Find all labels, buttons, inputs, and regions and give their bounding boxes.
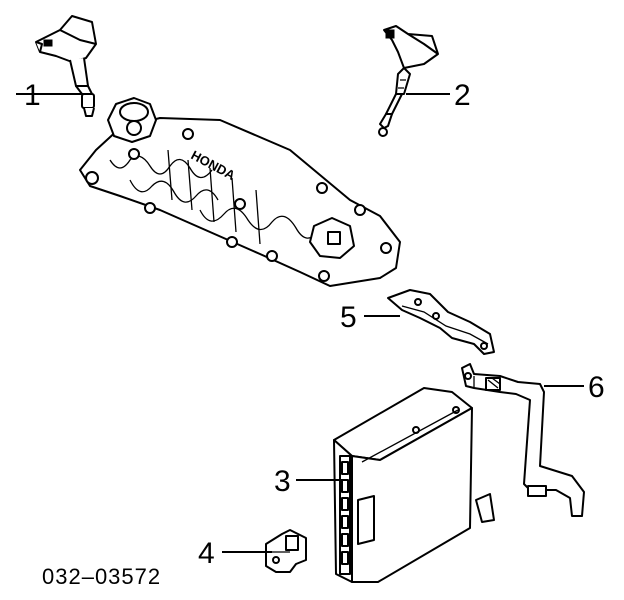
ignition-coil-left[interactable] xyxy=(35,15,97,117)
ignition-coil-right[interactable] xyxy=(378,25,439,137)
diagram-code: 032–03572 xyxy=(42,564,161,589)
intake-manifold: HONDA xyxy=(79,97,401,287)
label-part-2: 2 xyxy=(454,79,471,112)
bracket-ecu-mount[interactable] xyxy=(461,363,585,517)
ecu-module[interactable] xyxy=(333,387,495,583)
label-part-3: 3 xyxy=(274,465,291,498)
bracket-small[interactable] xyxy=(265,529,307,573)
label-part-1: 1 xyxy=(24,79,41,112)
label-part-4: 4 xyxy=(198,537,215,570)
label-part-6: 6 xyxy=(588,371,605,404)
bracket-upper[interactable] xyxy=(387,289,495,355)
label-part-5: 5 xyxy=(340,301,357,334)
